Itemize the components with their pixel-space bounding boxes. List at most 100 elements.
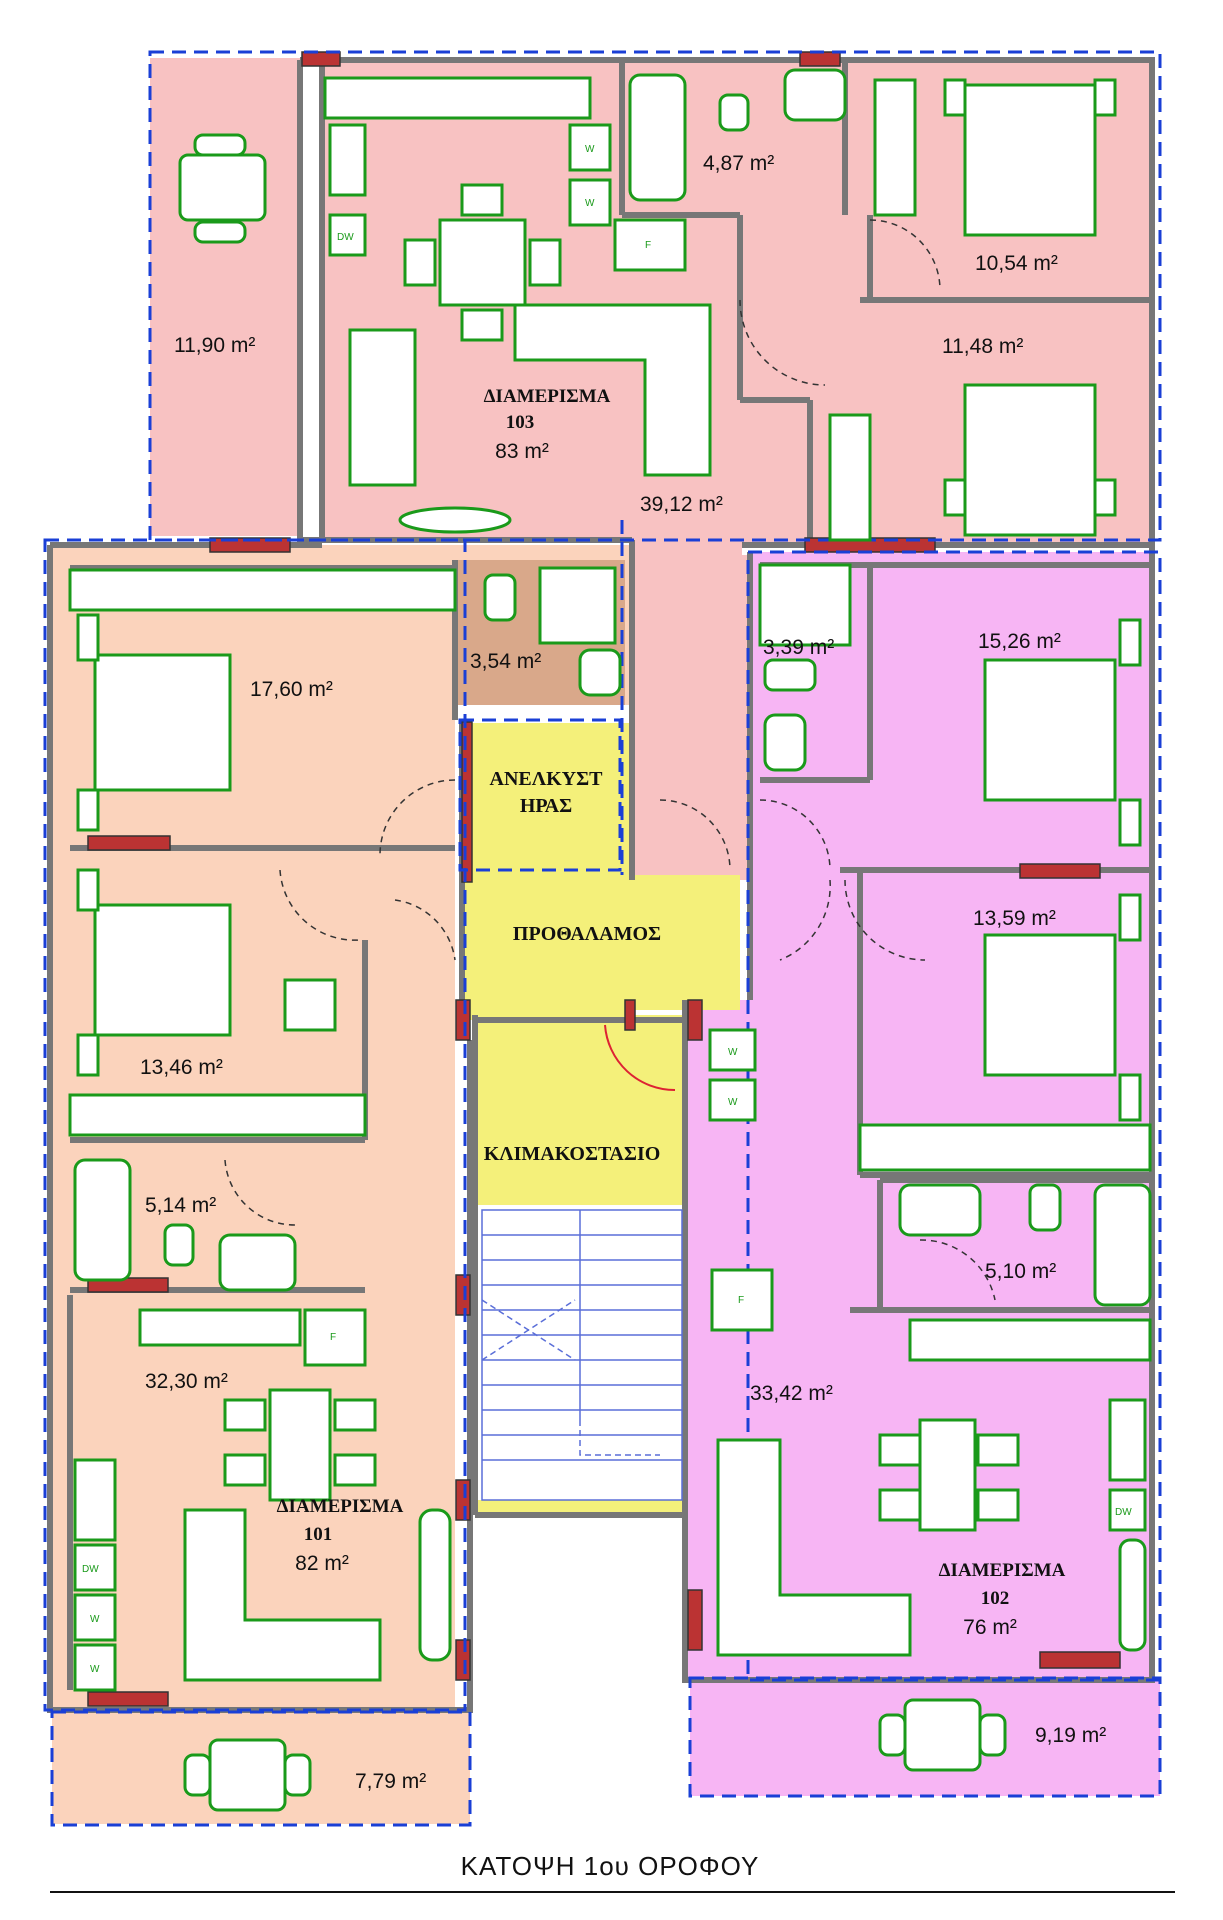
area-label: 11,48 m² (942, 335, 1023, 358)
area-label: 15,26 m² (978, 630, 1061, 653)
dining-table-icon (403, 183, 562, 342)
sofa-icon (183, 1508, 382, 1682)
bed-icon (76, 868, 232, 1077)
apt102-fill (685, 552, 1150, 1680)
washer-label: W (90, 1664, 100, 1675)
sink-icon (1108, 1398, 1147, 1482)
apt103-number: 103 (506, 412, 535, 433)
basin-icon (898, 1183, 982, 1237)
bed-icon (943, 78, 1117, 237)
area-label: 10,54 m² (975, 252, 1058, 275)
fridge-icon (303, 1308, 367, 1367)
door-swings (224, 219, 996, 1301)
apt103-title: ΔΙΑΜΕΡΙΣΜΑ (484, 386, 611, 407)
area-label: 13,59 m² (973, 907, 1056, 930)
area-label: 32,30 m² (145, 1370, 228, 1393)
elevator-label-line2: ΗΡΑΣ (520, 795, 572, 817)
bed-icon (943, 383, 1117, 537)
wardrobe-icon (858, 1123, 1152, 1172)
area-label: 13,46 m² (140, 1056, 223, 1079)
washer-label: W (90, 1614, 100, 1625)
lobby-label: ΠΡΟΘΑΛΑΜΟΣ (513, 923, 661, 945)
dining-table-icon (878, 1418, 1020, 1532)
toilet-icon (718, 93, 750, 132)
washer-label: W (585, 144, 595, 155)
dining-table-icon (178, 133, 267, 244)
sofa-icon (513, 303, 712, 477)
fridge-label: F (330, 1332, 336, 1343)
washer-label: W (728, 1047, 738, 1058)
sink-icon (73, 1458, 117, 1542)
area-label: 5,14 m² (145, 1194, 216, 1217)
area-label: 39,12 m² (640, 493, 723, 516)
washer-label: W (728, 1097, 738, 1108)
toilet-icon (1028, 1183, 1062, 1232)
apartment-103-label: ΔΙΑΜΕΡΙΣΜΑ 103 83 m² (484, 386, 611, 463)
bathtub-icon (628, 73, 687, 202)
apt102-number: 102 (981, 1588, 1010, 1609)
washer-icon (73, 1643, 117, 1692)
bathtub-icon (73, 1158, 132, 1282)
area-label: 9,19 m² (1035, 1724, 1106, 1747)
apartment-102-label: ΔΙΑΜΕΡΙΣΜΑ 102 76 m² (939, 1560, 1066, 1639)
washer-icon (568, 123, 612, 172)
apt102-title: ΔΙΑΜΕΡΙΣΜΑ (939, 1560, 1066, 1581)
bathtub-icon (1093, 1183, 1152, 1307)
desk-icon (283, 978, 337, 1032)
shower-icon (538, 566, 617, 645)
fridge-icon (613, 218, 687, 272)
kitchen-counter (323, 76, 592, 120)
dining-table-icon (183, 1738, 312, 1812)
basin-icon (218, 1233, 297, 1292)
apt101-area: 82 m² (295, 1552, 349, 1575)
area-label: 7,79 m² (355, 1770, 426, 1793)
area-label: 3,54 m² (470, 650, 541, 673)
furniture: DW W W F (68, 68, 1152, 1812)
dishwasher-icon (1108, 1488, 1147, 1532)
washer-icon (708, 1028, 757, 1072)
shower-icon (758, 563, 852, 647)
toilet-icon (483, 573, 517, 622)
fridge-label: F (738, 1295, 744, 1306)
kitchen-counter (138, 1308, 302, 1347)
kitchen-counter (908, 1318, 1152, 1362)
basin-icon (763, 713, 807, 772)
fridge-label: F (645, 240, 651, 251)
apt103-balcony-fill (150, 58, 300, 536)
area-label: 4,87 m² (703, 152, 774, 175)
wardrobe-icon (828, 413, 872, 542)
stair-top-fill (475, 1015, 685, 1205)
fridge-icon (710, 1268, 774, 1332)
bed-icon (983, 618, 1142, 847)
toilet-icon (763, 658, 817, 692)
dishwasher-label: DW (82, 1564, 99, 1575)
toilet-icon (163, 1223, 195, 1267)
plant-icon (1118, 1538, 1147, 1652)
elevator-label-line1: ΑΝΕΛΚΥΣΤ (490, 768, 604, 790)
apt101-title: ΔΙΑΜΕΡΙΣΜΑ (277, 1496, 404, 1517)
washer-label: W (585, 198, 595, 209)
plan-caption: ΚΑΤΟΨΗ 1ου ΟΡΟΦΟΥ (461, 1851, 760, 1881)
dishwasher-label: DW (1115, 1507, 1132, 1518)
basin-icon (578, 648, 622, 697)
wardrobe-icon (68, 568, 457, 612)
apt101-number: 101 (304, 1524, 333, 1545)
dining-table-icon (223, 1388, 377, 1502)
elevator-fill (462, 723, 630, 868)
sofa-icon (716, 1438, 912, 1657)
washer-icon (708, 1078, 757, 1122)
lobby-fill (462, 868, 740, 1020)
apartment-101-label: ΔΙΑΜΕΡΙΣΜΑ 101 82 m² (277, 1496, 404, 1575)
room-area-labels: 11,90 m² 4,87 m² 10,54 m² 11,48 m² 39,12… (140, 152, 1106, 1793)
stairs (481, 1209, 683, 1501)
washer-icon (568, 178, 612, 227)
area-label: 11,90 m² (174, 334, 255, 357)
dishwasher-label: DW (337, 232, 354, 243)
area-label: 17,60 m² (250, 678, 333, 701)
bed-icon (76, 613, 232, 832)
sink-icon (328, 123, 367, 197)
stairwell-label: ΚΛΙΜΑΚΟΣΤΑΣΙΟ (484, 1143, 661, 1165)
dishwasher-icon (73, 1543, 117, 1592)
sofa-icon (348, 328, 417, 487)
